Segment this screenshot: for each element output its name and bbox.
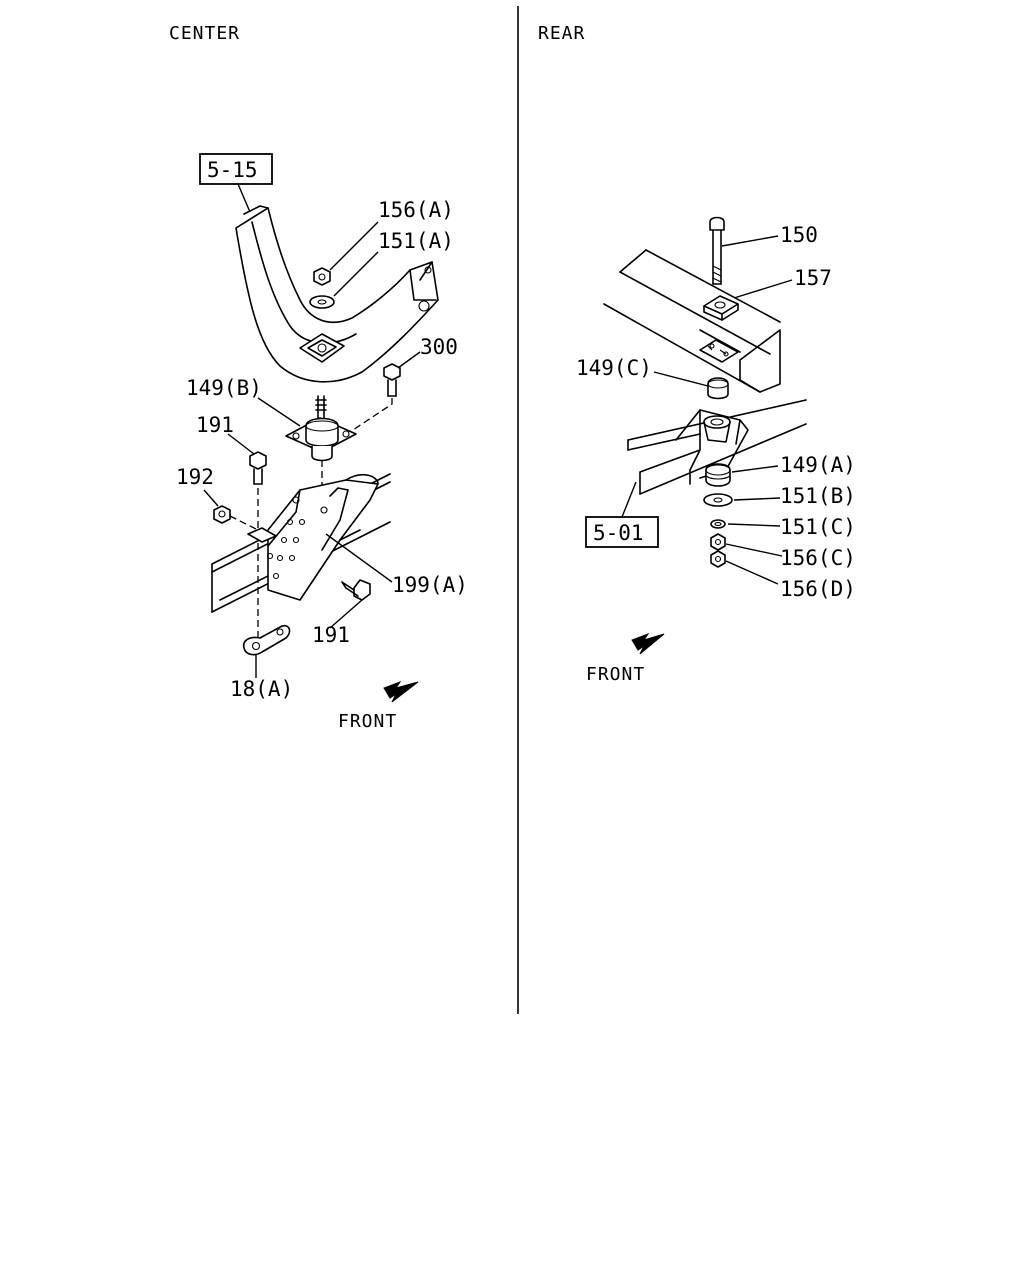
bolt-150-drawing	[709, 216, 725, 285]
nut-156d-drawing	[710, 550, 726, 568]
center-front-label: FRONT	[338, 711, 397, 732]
chassis-frame-drawing	[627, 399, 807, 495]
rear-front-label: FRONT	[586, 664, 645, 685]
callout-150: 150	[780, 223, 818, 247]
callout-149b: 149(B)	[186, 376, 262, 400]
callout-191-upper: 191	[196, 413, 234, 437]
callout-156d: 156(D)	[780, 577, 856, 601]
plate-157-drawing	[703, 295, 739, 321]
callout-149a: 149(A)	[780, 453, 856, 477]
bolt-191-upper-drawing	[249, 451, 267, 485]
callout-151c: 151(C)	[780, 515, 856, 539]
washer-151a-drawing	[309, 295, 335, 309]
washer-151c-drawing	[710, 519, 726, 529]
center-front-arrow-icon	[383, 680, 419, 703]
bolt-300-drawing	[383, 363, 401, 397]
cushion-149c-drawing	[707, 377, 729, 400]
callout-151b: 151(B)	[780, 484, 856, 508]
washer-151b-drawing	[703, 493, 733, 507]
rear-title: REAR	[538, 23, 585, 44]
body-crossmember-drawing	[235, 205, 439, 383]
rear-front-arrow-icon	[631, 632, 665, 655]
callout-151a: 151(A)	[378, 229, 454, 253]
nut-156c-drawing	[710, 533, 726, 551]
rear-panel: REAR 150	[538, 23, 856, 685]
center-ref-box[interactable]: 5-15	[199, 153, 273, 213]
rear-ref-box-label: 5-01	[593, 521, 644, 545]
callout-18a: 18(A)	[230, 677, 293, 701]
rear-ref-box[interactable]: 5-01	[585, 481, 659, 548]
plate-18a-drawing	[242, 624, 291, 656]
bolt-191-lower-drawing	[341, 579, 371, 601]
callout-199a: 199(A)	[392, 573, 468, 597]
callout-149c: 149(C)	[576, 356, 652, 380]
callout-156c: 156(C)	[780, 546, 856, 570]
callout-191-lower: 191	[312, 623, 350, 647]
mount-149b-drawing	[285, 395, 357, 462]
center-title: CENTER	[169, 23, 240, 44]
callout-156a: 156(A)	[378, 198, 454, 222]
nut-192-drawing	[213, 505, 231, 524]
frame-bracket-drawing	[211, 473, 391, 613]
nut-156a-drawing	[313, 267, 331, 286]
cushion-149a-drawing	[705, 463, 731, 487]
body-sill-drawing	[603, 249, 781, 393]
center-panel: CENTER 5-15	[169, 23, 468, 732]
callout-157: 157	[794, 266, 832, 290]
callout-300: 300	[420, 335, 458, 359]
center-ref-box-label: 5-15	[207, 158, 258, 182]
callout-192: 192	[176, 465, 214, 489]
